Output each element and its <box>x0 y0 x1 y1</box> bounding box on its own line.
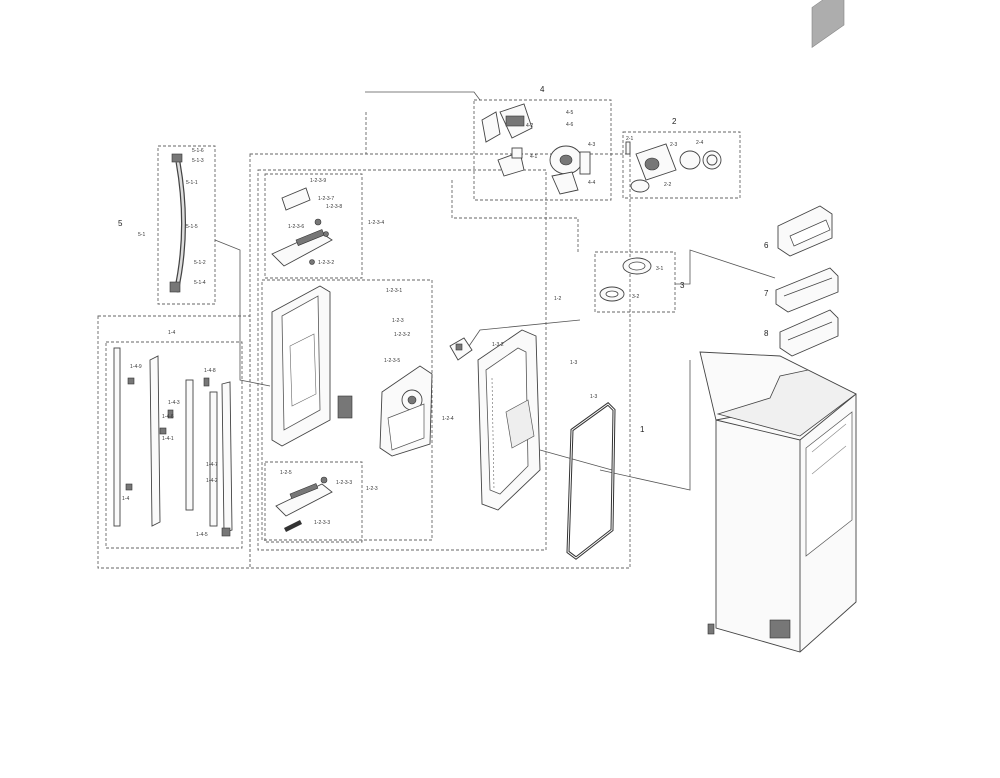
label-1-4-1: 1-4-1 <box>162 436 174 442</box>
label-4-4: 4-4 <box>588 180 595 186</box>
leader-line-center <box>451 180 579 252</box>
door-bin-8 <box>779 309 839 357</box>
label-1-2-3-8: 1-2-3-8 <box>326 204 342 210</box>
group-box-1-2-3-mid <box>261 279 433 541</box>
door-gasket <box>566 402 616 560</box>
label-1-2-3-3: 1-2-3-3 <box>314 520 330 526</box>
leader-line-gasket <box>539 449 613 471</box>
group-box-1-2-3-lower <box>264 461 363 543</box>
label-5-1-3: 5-1-3 <box>192 158 204 164</box>
small-bracket <box>449 337 473 361</box>
leader-line-top <box>365 91 481 101</box>
label-1-2-3-7: 1-2-3-7 <box>318 196 334 202</box>
label-1-4-3: 1-4-3 <box>168 400 180 406</box>
door-inner-panel <box>271 285 353 447</box>
label-1-2-3-6: 1-2-3-6 <box>288 224 304 230</box>
label-4-2: 4-2 <box>526 123 533 129</box>
label-2: 2 <box>672 117 677 126</box>
label-1-4-7: 1-4-7 <box>206 462 218 468</box>
ice-maker-assembly <box>481 103 591 195</box>
label-1-2-3-1: 1-2-3-1 <box>386 288 402 294</box>
group-box-2 <box>622 131 741 199</box>
label-1-2: 1-2 <box>554 296 561 302</box>
label-1-2-5: 1-2-5 <box>280 470 292 476</box>
label-2-3: 2-3 <box>670 142 677 148</box>
door-outer-panel <box>477 329 541 511</box>
label-1-3-2: 1-3-2 <box>492 342 504 348</box>
label-3-2: 3-2 <box>632 294 639 300</box>
label-6: 6 <box>764 241 769 250</box>
group-box-1-4-inner <box>105 341 243 549</box>
group-box-5 <box>157 145 216 305</box>
label-1-4-8: 1-4-8 <box>204 368 216 374</box>
label-5-1-6: 5-1-6 <box>192 148 204 154</box>
label-5-1: 5-1 <box>138 232 145 238</box>
label-4-5: 4-5 <box>566 110 573 116</box>
label-1-2-3-9: 1-2-3-9 <box>310 178 326 184</box>
label-1-4-9: 1-4-9 <box>130 364 142 370</box>
group-box-3 <box>594 251 676 313</box>
label-8: 8 <box>764 329 769 338</box>
door-bin-6 <box>777 205 833 257</box>
label-1-3-1: 1-3 <box>570 360 577 366</box>
label-3-1: 3-1 <box>656 266 663 272</box>
label-7: 7 <box>764 289 769 298</box>
label-5-1-2: 5-1-2 <box>194 260 206 266</box>
label-5-1-4: 5-1-4 <box>194 280 206 286</box>
dispenser-motor-assembly <box>625 141 722 193</box>
leader-line-3-2 <box>464 319 581 353</box>
door-handle-parts-lower <box>275 476 333 532</box>
label-1: 1 <box>640 425 645 434</box>
label-1-3: 1-3 <box>590 394 597 400</box>
label-1-4-2: 1-4-2 <box>206 478 218 484</box>
label-5: 5 <box>118 219 123 228</box>
label-1-4-5: 1-4-5 <box>196 532 208 538</box>
label-4-3: 4-3 <box>588 142 595 148</box>
label-1-4-a: 1-4 <box>122 496 129 502</box>
label-1-2-3-5: 1-2-3-5 <box>384 358 400 364</box>
label-5-1-1: 5-1-1 <box>186 180 198 186</box>
label-1-2-3-4: 1-2-3-4 <box>368 220 384 226</box>
dispenser-rings <box>599 257 652 302</box>
label-1-4-6: 1-4-6 <box>162 414 174 420</box>
label-2-1: 2-1 <box>626 136 633 142</box>
label-1-2-3-lower: 1-2-3 <box>366 486 378 492</box>
label-4-1: 4-1 <box>530 154 537 160</box>
group-box-1-outer <box>249 153 631 569</box>
label-1-2-3: 1-2-3 <box>392 318 404 324</box>
door-bin-7 <box>775 267 839 313</box>
label-1-4: 1-4 <box>168 330 175 336</box>
group-box-1-2-3-upper <box>264 173 363 279</box>
label-2-2: 2-2 <box>664 182 671 188</box>
label-4-6: 4-6 <box>566 122 573 128</box>
label-1-2-4: 1-2-4 <box>442 416 454 422</box>
leader-line-3 <box>675 249 776 285</box>
group-box-4 <box>473 99 612 201</box>
dispenser-housing <box>379 365 433 457</box>
door-rail-parts <box>113 347 233 537</box>
label-1-2-3-2: 1-2-3-2 <box>394 332 410 338</box>
label-3: 3 <box>680 281 685 290</box>
refrigerator-cabinet <box>699 0 857 653</box>
leader-line-1-fridge <box>599 360 691 491</box>
group-box-1-2 <box>257 169 547 551</box>
label-4: 4 <box>540 85 545 94</box>
leader-line-5-door <box>214 239 271 387</box>
label-1-2-3-2-upper: 1-2-3-2 <box>318 260 334 266</box>
label-2-4: 2-4 <box>696 140 703 146</box>
hinge-strip-assembly <box>169 153 186 293</box>
label-1-2-3-3-lower: 1-2-3-3 <box>336 480 352 486</box>
door-handle-parts-upper <box>271 187 333 267</box>
label-5-1-5: 5-1-5 <box>186 224 198 230</box>
